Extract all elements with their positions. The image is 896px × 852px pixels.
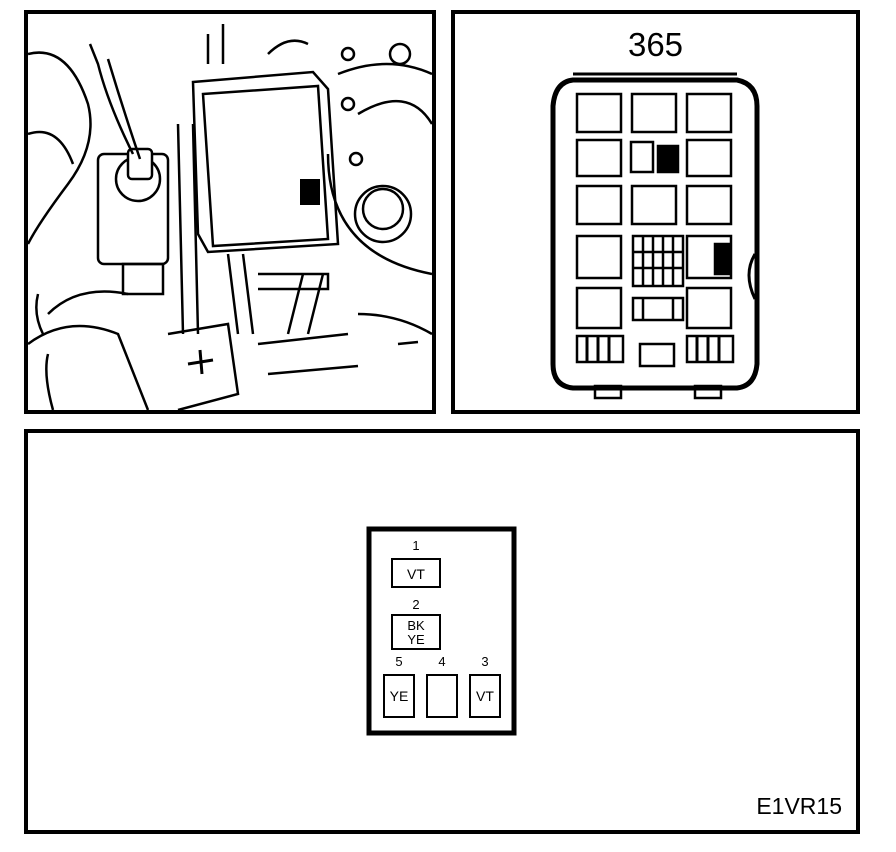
pin-1-wire-color: VT [407,566,425,582]
fuse-slots [631,234,685,322]
pin-2-wire-color-2: YE [407,632,425,647]
mini-fuse-strips [575,334,735,368]
pin-4-cavity [426,674,458,718]
fusebox-layout-drawing [550,72,760,400]
connector-outline [366,526,517,736]
fusebox-panel: 365 [451,10,860,414]
pin-1-cavity [391,558,441,588]
pin-2-wire-color-1: BK [407,618,425,633]
pin-5-wire-color: YE [390,688,409,704]
pin-3-wire-color: VT [476,688,494,704]
pin-2-number: 2 [412,597,419,612]
pin-4-number: 4 [438,654,445,669]
engine-bay-drawing [28,24,432,410]
relay-slots [575,92,733,330]
fusebox-number: 365 [627,26,684,63]
figure-id: E1VR15 [756,793,842,819]
engine-bay-illustration [24,10,436,414]
pin-2-cavity [391,614,441,650]
pin-3-cavity [469,674,501,718]
pin-5-number: 5 [395,654,402,669]
pin-3-number: 3 [481,654,488,669]
connector-pinout-diagram: 1 VT 2 BK YE 5 YE 4 3 VT [366,526,517,736]
pin-1-number: 1 [412,538,419,553]
pin-5-cavity [383,674,415,718]
connector-panel: 1 VT 2 BK YE 5 YE 4 3 VT E1VR15 [24,429,860,834]
